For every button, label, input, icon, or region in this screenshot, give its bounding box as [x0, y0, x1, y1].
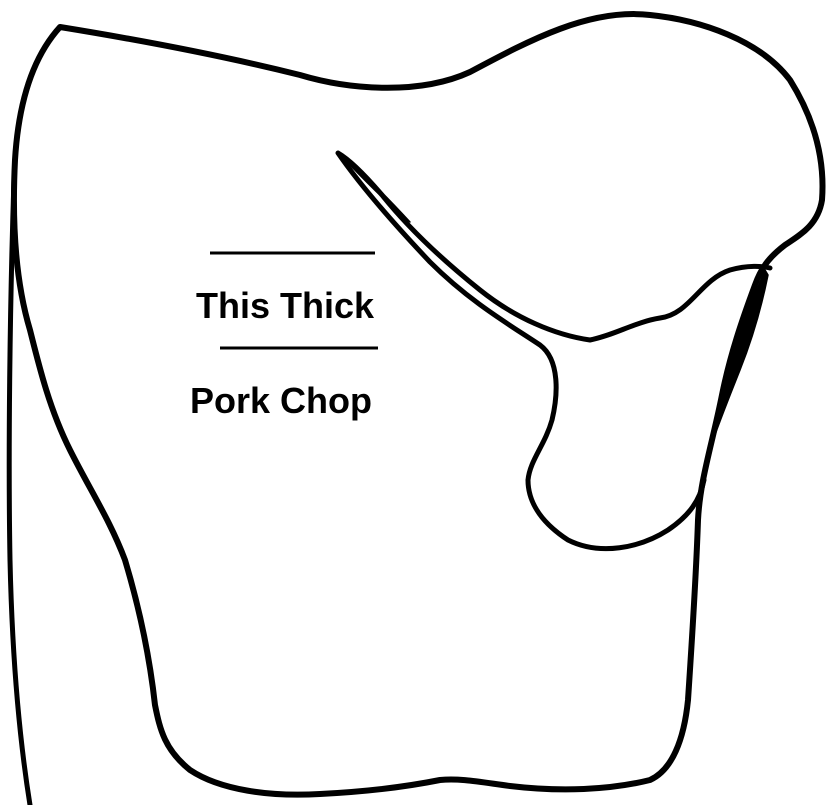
thickness-label: This Thick	[196, 288, 374, 324]
chop-outline	[14, 14, 823, 795]
fat-wedge	[708, 270, 768, 455]
chop-name-label: Pork Chop	[190, 383, 372, 419]
bone-outline	[338, 153, 770, 549]
seam-wedge	[340, 153, 410, 222]
